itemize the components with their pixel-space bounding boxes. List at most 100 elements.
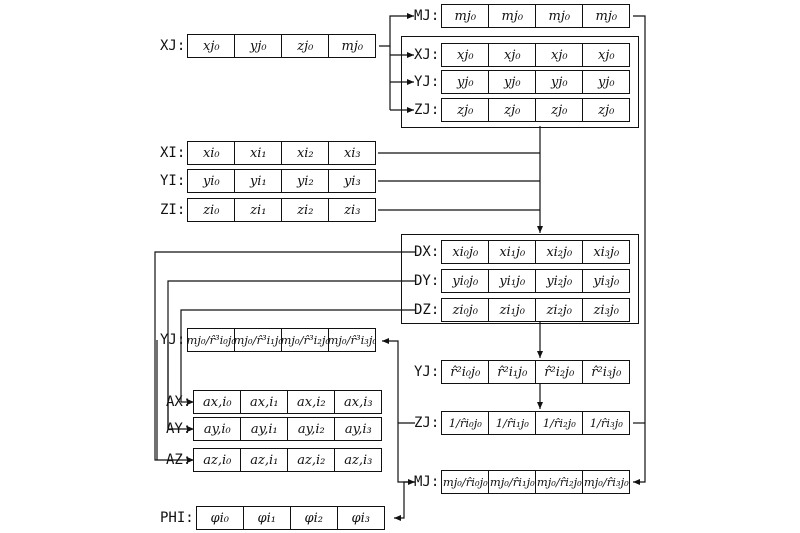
register-cell: 1/r̂i₂j₀ <box>536 412 584 434</box>
register-cell: ay,i₃ <box>344 421 372 437</box>
register-cell: zj₀ <box>598 102 615 118</box>
register-cell: zj₀ <box>282 35 330 57</box>
register-label: ZI: <box>160 202 186 218</box>
register-cell: mj₀/r̂i₂j₀ <box>536 471 584 493</box>
register-cell: az,i₀ <box>194 449 242 471</box>
register-cell: zi₂j₀ <box>536 299 584 321</box>
register-cell: az,i₂ <box>288 449 336 471</box>
register-label: PHI: <box>160 510 194 526</box>
register-cell: mj₀/r̂³i₁j₀ <box>235 329 283 351</box>
register-cell: mj₀ <box>442 5 490 27</box>
register-label: YJ: <box>160 332 186 348</box>
register-cell: mj₀/r̂i₁j₀ <box>489 471 537 493</box>
register-label: ZJ: <box>414 102 440 118</box>
register-cell: zi₁ <box>235 199 283 221</box>
register-cell: mj₀ <box>341 38 364 54</box>
register-cell: mj₀/r̂i₃j₀ <box>583 475 629 489</box>
register-cell: yi₂j₀ <box>536 270 584 292</box>
register-cell: zi₁j₀ <box>489 299 537 321</box>
register-label: XJ: <box>160 38 186 54</box>
register-cell: az,i₃ <box>344 452 373 468</box>
register-label: MJ: <box>414 8 440 24</box>
register-cell: mj₀/r̂³i₀j₀ <box>188 329 236 351</box>
register-label: DX: <box>414 244 440 260</box>
register-cell: φi₀ <box>197 507 244 529</box>
register-cell: yj₀ <box>489 71 537 93</box>
register-cell: yi₀ <box>188 170 236 192</box>
register-cell: xj₀ <box>188 35 236 57</box>
register-cell: r̂²i₀j₀ <box>442 361 490 383</box>
register-cell: zi₀j₀ <box>442 299 490 321</box>
register-cell: yi₁j₀ <box>489 270 537 292</box>
register-label: XJ: <box>414 47 440 63</box>
register-label: YI: <box>160 173 186 189</box>
register-cell: ax,i₃ <box>344 394 373 410</box>
register-cell: 1/r̂i₁j₀ <box>489 412 537 434</box>
register-label: AX: <box>166 394 192 410</box>
register-cell: mj₀/r̂i₀j₀ <box>442 471 490 493</box>
register-cell: yj₀ <box>235 35 283 57</box>
register-cell: zj₀ <box>489 99 537 121</box>
register-cell: mj₀ <box>595 8 618 24</box>
register-label: YJ: <box>414 364 440 380</box>
register-cell: yi₁ <box>235 170 283 192</box>
register-cell: xi₁j₀ <box>489 241 537 263</box>
register-cell: xj₀ <box>598 47 615 63</box>
xyz-broadcast-group <box>401 36 639 128</box>
register-label: AY: <box>166 421 192 437</box>
register-cell: zi₂ <box>282 199 330 221</box>
register-cell: ax,i₀ <box>194 391 242 413</box>
register-label: ZJ: <box>414 415 440 431</box>
register-cell: ax,i₂ <box>288 391 336 413</box>
register-cell: zi₃j₀ <box>593 302 620 318</box>
register-label: YJ: <box>414 74 440 90</box>
register-cell: φi₁ <box>244 507 291 529</box>
register-cell: xj₀ <box>489 44 537 66</box>
register-cell: yi₂ <box>282 170 330 192</box>
register-label: XI: <box>160 145 186 161</box>
register-cell: r̂²i₃j₀ <box>591 364 622 380</box>
register-cell: yi₃j₀ <box>593 273 620 289</box>
register-cell: yi₀j₀ <box>442 270 490 292</box>
register-cell: φi₂ <box>291 507 338 529</box>
register-cell: xj₀ <box>536 44 584 66</box>
register-cell: yj₀ <box>536 71 584 93</box>
register-label: MJ: <box>414 474 440 490</box>
register-cell: ay,i₁ <box>241 418 289 440</box>
register-cell: xi₀j₀ <box>442 241 490 263</box>
register-cell: ay,i₀ <box>194 418 242 440</box>
register-cell: ax,i₁ <box>241 391 289 413</box>
register-cell: ay,i₂ <box>288 418 336 440</box>
register-cell: xi₁ <box>235 142 283 164</box>
register-cell: yj₀ <box>442 71 490 93</box>
difference-group <box>401 234 639 324</box>
register-cell: zj₀ <box>536 99 584 121</box>
